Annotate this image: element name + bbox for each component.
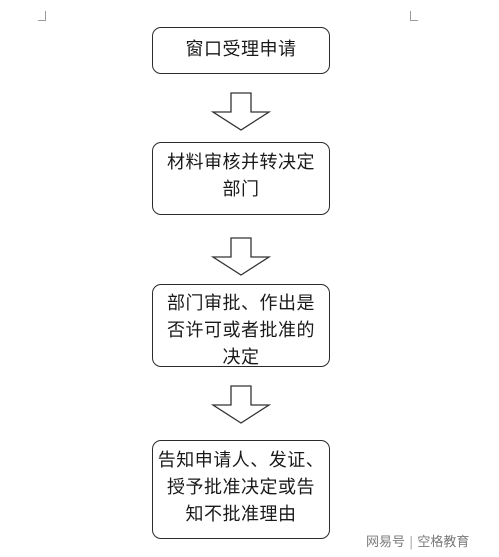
page-corner-mark-right <box>410 11 418 21</box>
flow-step-3-text: 部门审批、作出是 否许可或者批准的 决定 <box>153 285 329 367</box>
flow-step-2-line-1: 材料审核并转决定 <box>167 152 315 173</box>
flow-step-1-line-1: 窗口受理申请 <box>185 39 297 60</box>
down-arrow-icon <box>210 385 272 424</box>
flow-step-4-line-2: 授予批准决定或告 <box>167 477 315 498</box>
watermark: 网易号|空格教育 <box>366 531 469 550</box>
down-arrow-icon <box>210 92 272 131</box>
flow-step-3-line-3: 决定 <box>222 347 260 367</box>
flow-step-1-box: 窗口受理申请 <box>152 27 330 74</box>
flow-step-1-text: 窗口受理申请 <box>153 28 329 63</box>
flow-step-2-line-2: 部门 <box>222 179 260 200</box>
flow-step-4-line-1: 告知申请人、发证、 <box>157 450 325 471</box>
flow-step-4-text: 告知申请人、发证、 授予批准决定或告 知不批准理由 <box>153 441 329 528</box>
flow-step-3-line-2: 否许可或者批准的 <box>167 320 315 341</box>
down-arrow-icon <box>210 237 272 276</box>
watermark-separator: | <box>409 535 414 550</box>
flow-step-3-box: 部门审批、作出是 否许可或者批准的 决定 <box>152 284 330 367</box>
flow-step-2-box: 材料审核并转决定 部门 <box>152 142 330 215</box>
watermark-account: 空格教育 <box>417 535 470 550</box>
watermark-platform: 网易号 <box>366 535 406 550</box>
flow-step-3-line-1: 部门审批、作出是 <box>167 293 315 314</box>
flow-step-2-text: 材料审核并转决定 部门 <box>153 143 329 203</box>
flow-step-4-line-3: 知不批准理由 <box>185 504 297 525</box>
page-corner-mark-left <box>38 11 46 21</box>
flow-step-4-box: 告知申请人、发证、 授予批准决定或告 知不批准理由 <box>152 440 330 539</box>
